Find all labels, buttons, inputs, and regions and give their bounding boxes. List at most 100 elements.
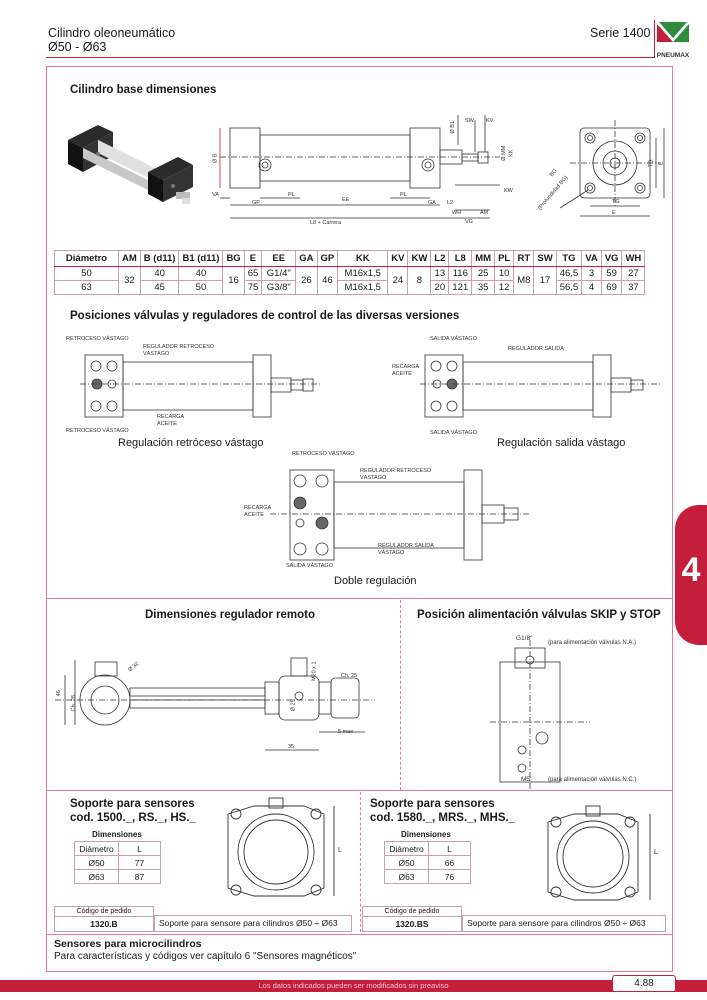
label-vg: VG [465, 219, 473, 225]
table-row: Ø63 87 [74, 869, 161, 884]
cell: 40 [178, 266, 224, 281]
series-label: Serie 1400 [590, 26, 651, 40]
cell: 65 [243, 266, 263, 281]
footer-notice: Los datos indicados pueden ser modificad… [258, 981, 449, 990]
cell: 32 [118, 266, 141, 295]
cell: 46 [316, 266, 339, 295]
header-divider [654, 20, 655, 58]
col-gp: GP [316, 250, 339, 267]
right-label-aceite: ACEITE [392, 371, 412, 377]
cell: Ø50 [74, 855, 119, 870]
label-ch28: Ch. 28 [70, 695, 77, 712]
divider [47, 934, 673, 935]
support-left-drawing [227, 797, 335, 897]
cell: 56,5 [555, 280, 583, 295]
label-ch25: Ch. 25 [341, 673, 358, 679]
right-label-regulador: REGULADOR SALIDA [508, 346, 564, 352]
chapter-number: 4 [681, 551, 701, 589]
order-code: 1320.B [90, 919, 118, 929]
label-ga: GA [428, 200, 436, 206]
col-kw: KW [407, 250, 432, 267]
cell: 116 [448, 266, 473, 281]
order-code-label: Código de pedido [55, 907, 153, 917]
col-tg: TG [555, 250, 583, 267]
col-rt: RT [513, 250, 535, 267]
center-label-regulador-retroceso: REGULADOR RETROCESO [360, 468, 432, 474]
cell: 121 [448, 280, 473, 295]
col-b1: B1 (d11) [178, 250, 224, 267]
cell: 26 [295, 266, 318, 295]
dimensions-table: Diámetro AM B (d11) B1 (d11) BG E EE GA … [54, 250, 646, 295]
center-label-vastago-1: VÁSTAGO [360, 475, 387, 481]
table-row: 50 32 40 40 16 65 G1/4" 26 46 M16x1,5 24… [54, 266, 646, 295]
label-kk: KK [508, 149, 515, 157]
cell: 4 [581, 280, 602, 295]
col-e: E [243, 250, 263, 267]
footer-bar [0, 980, 707, 992]
cell: M8 [513, 266, 535, 295]
cell: 63 [54, 280, 119, 295]
center-label-regulador-salida: REGULADOR SALIDA [378, 543, 434, 549]
cell: 3 [581, 266, 602, 281]
col-kk: KK [337, 250, 389, 267]
valve-left-drawing [80, 354, 320, 418]
cell: Diámetro [384, 841, 429, 856]
col-ee: EE [261, 250, 297, 267]
cell: Ø63 [74, 869, 119, 884]
col-bg: BG [222, 250, 245, 267]
cell: 45 [139, 280, 180, 295]
cell: 37 [621, 280, 646, 295]
label-ee: EE [342, 197, 350, 203]
order-desc-left: Soporte para sensore para cilindros Ø50 … [154, 915, 352, 932]
label-m20: M20 x 1 [311, 661, 318, 682]
label-l2: L2 [447, 200, 454, 206]
cell: 13 [430, 266, 450, 281]
center-label-recarga: RECARGA [244, 505, 272, 511]
cell: 50 [54, 266, 119, 281]
cell: 8 [407, 266, 432, 295]
support-left-title1: Soporte para sensores [70, 798, 195, 810]
label-tg-h: TG [612, 199, 620, 205]
cell: 77 [118, 855, 161, 870]
header-rule [46, 57, 654, 58]
divider [47, 790, 673, 791]
label-e-v: E [658, 161, 665, 166]
label-m5: M5 [521, 776, 531, 783]
label-l8: L8 + Carrera [310, 220, 342, 226]
cell: M16x1,5 [337, 280, 389, 295]
order-code-box-left: Código de pedido 1320.B [54, 906, 154, 932]
micro-title: Sensores para microcilindros [54, 938, 202, 950]
table-header-row: Diámetro L [74, 841, 161, 856]
support-right-dim-l: L [654, 849, 658, 856]
label-pl: PL [288, 192, 295, 198]
cell: 20 [430, 280, 450, 295]
caption-right: Regulación salida vástago [497, 437, 626, 449]
center-label-salida: SALIDA VÁSTAGO [286, 563, 333, 569]
label-tg-v: TG [648, 159, 655, 168]
cell: 59 [600, 266, 623, 281]
order-code-box-right: Código de pedido 1320.BS [362, 906, 462, 932]
remote-title: Dimensiones regulador remoto [145, 609, 315, 621]
label-kv: KV [486, 118, 494, 124]
col-am: AM [118, 250, 141, 267]
brand-logo: PNEUMAX [655, 20, 691, 62]
caption-center: Doble regulación [334, 575, 417, 587]
cell: 17 [533, 266, 557, 295]
cell: 24 [387, 266, 409, 295]
table-header-row: Diámetro L [384, 841, 471, 856]
center-label-aceite: ACEITE [244, 512, 264, 518]
cell: 16 [222, 266, 245, 295]
label-na: (para alimentación válvulas N.A.) [548, 640, 637, 646]
support-right-title1: Soporte para sensores [370, 798, 495, 810]
chapter-tab[interactable]: 4 [675, 505, 707, 645]
cell: L [118, 841, 161, 856]
order-code: 1320.BS [395, 919, 429, 929]
table-row: Ø50 77 [74, 855, 161, 870]
left-label-aceite: ACEITE [157, 421, 177, 427]
cell: 12 [494, 280, 515, 295]
label-gp: GP [252, 200, 260, 206]
label-nc: (para alimentación válvulas N.C.) [548, 777, 637, 783]
support-left-dim-l: L [338, 847, 342, 854]
label-46: 46 [55, 690, 62, 697]
product-diameters: Ø50 - Ø63 [48, 40, 107, 54]
